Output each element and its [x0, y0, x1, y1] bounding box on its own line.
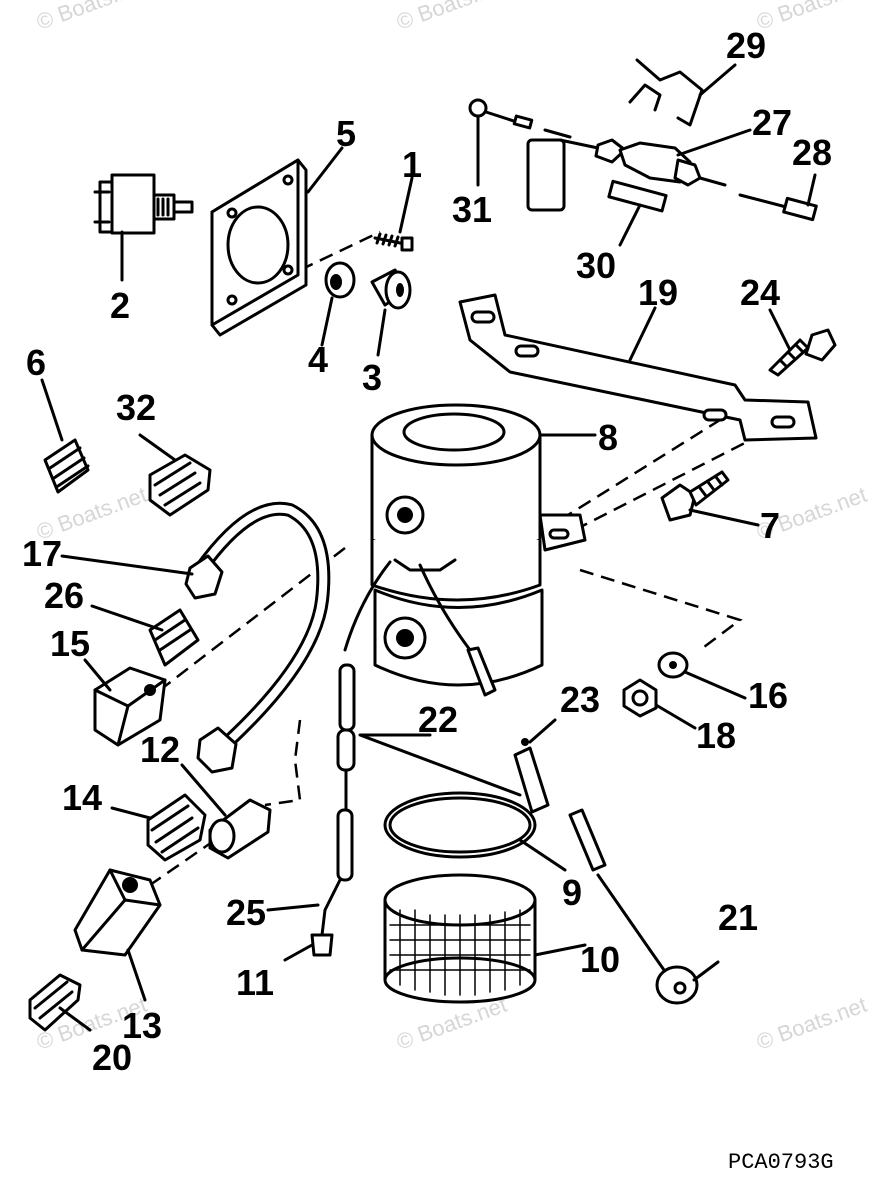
callout-16: 16 [748, 675, 788, 716]
callout-19: 19 [638, 272, 678, 313]
watermark: © Boats.net [753, 0, 870, 35]
leader-lines [40, 63, 817, 1032]
screw-part [373, 232, 414, 252]
washer-part-16 [657, 651, 689, 679]
callout-12: 12 [140, 729, 180, 770]
callout-30: 30 [576, 245, 616, 286]
callout-24: 24 [740, 272, 780, 313]
fitting-part-32 [148, 453, 212, 517]
toggle-switch-part [93, 173, 194, 235]
callout-28: 28 [792, 132, 832, 173]
nut-part-18 [622, 678, 658, 718]
watermark: © Boats.net [753, 992, 870, 1055]
callout-13: 13 [122, 1005, 162, 1046]
watermark: © Boats.net [33, 0, 150, 35]
wire-harness [310, 560, 699, 1005]
assembly-lines [149, 230, 781, 887]
block-part-15 [93, 666, 167, 747]
fitting-part-26 [148, 608, 200, 667]
callout-29: 29 [726, 25, 766, 66]
bracket-part [458, 293, 818, 442]
bolt-part-7 [660, 470, 730, 522]
callout-25: 25 [226, 892, 266, 933]
callout-26: 26 [44, 575, 84, 616]
callout-22: 22 [418, 699, 458, 740]
callout-8: 8 [598, 417, 618, 458]
callout-23: 23 [560, 679, 600, 720]
fitting-part-6 [43, 438, 90, 494]
filter-screen-part [383, 873, 537, 1004]
mounting-plate-part [210, 158, 308, 337]
callout-32: 32 [116, 387, 156, 428]
callout-20: 20 [92, 1037, 132, 1078]
fuel-pump-part [370, 403, 587, 687]
callout-7: 7 [760, 505, 780, 546]
fitting-part-14 [146, 793, 207, 862]
callout-18: 18 [696, 715, 736, 756]
nut-part [324, 261, 356, 299]
callout-1: 1 [402, 144, 422, 185]
o-ring-part [383, 791, 537, 859]
block-part-13 [73, 868, 162, 957]
callout-6: 6 [26, 342, 46, 383]
callout-21: 21 [718, 897, 758, 938]
callout-17: 17 [22, 533, 62, 574]
callout-27: 27 [752, 102, 792, 143]
callout-2: 2 [110, 285, 130, 326]
callout-4: 4 [308, 339, 328, 380]
fitting-part-12 [208, 798, 272, 860]
bolt-part-24 [768, 328, 837, 377]
callout-9: 9 [562, 872, 582, 913]
fuse-holder-wiring [468, 58, 818, 222]
boot-part [370, 268, 412, 310]
drawing-code: PCA0793G [728, 1150, 834, 1175]
callout-11: 11 [236, 962, 274, 1003]
callout-31: 31 [452, 189, 492, 230]
fuel-line-part [184, 501, 331, 774]
callout-15: 15 [50, 623, 90, 664]
fitting-part-20 [28, 973, 82, 1032]
callout-14: 14 [62, 777, 102, 818]
callout-3: 3 [362, 357, 382, 398]
callout-5: 5 [336, 113, 356, 154]
watermark: © Boats.net [393, 0, 510, 35]
callout-10: 10 [580, 939, 620, 980]
callout-labels: 1 2 3 4 5 6 7 8 9 10 11 12 13 14 15 16 1… [22, 25, 832, 1078]
